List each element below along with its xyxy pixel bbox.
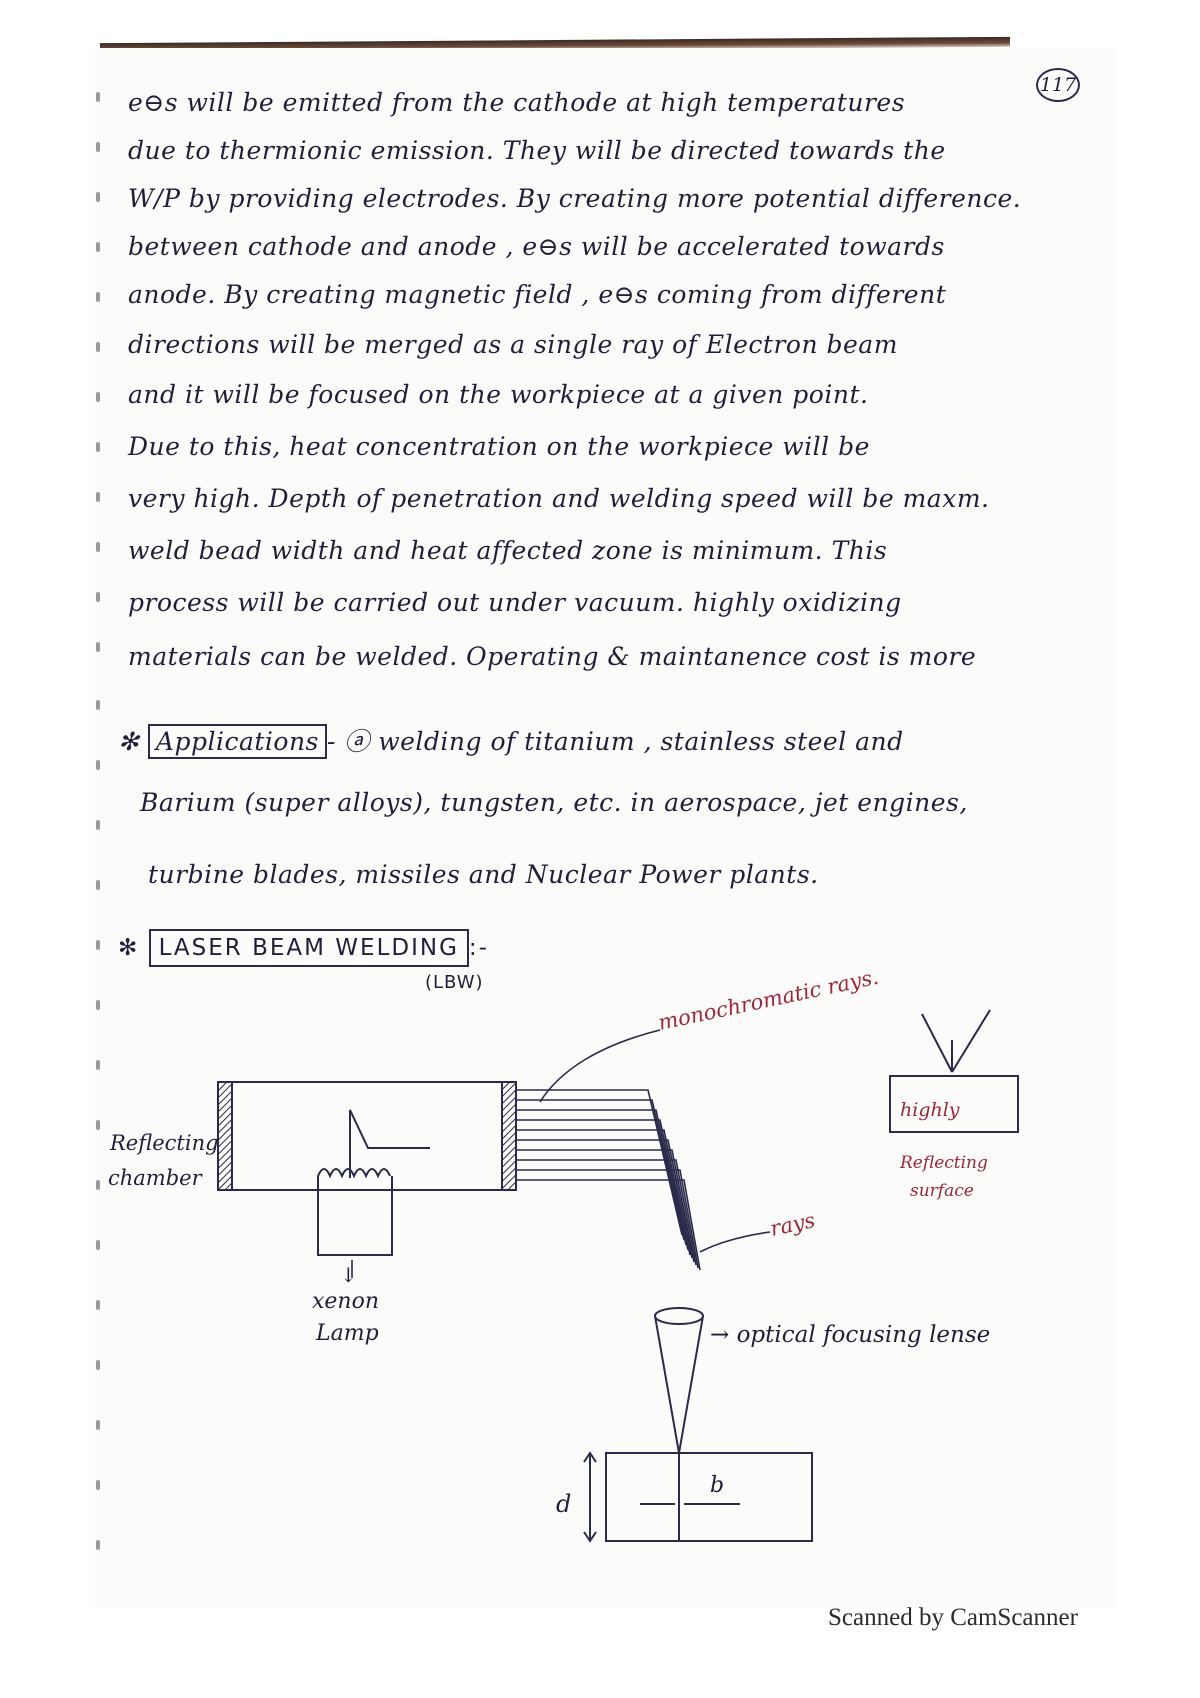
optical-lens-label: → optical focusing lense (710, 1322, 990, 1348)
xenon-lamp-label: xenon (312, 1289, 379, 1314)
reflecting-chamber-label: chamber (108, 1166, 204, 1190)
focusing-lens (654, 1307, 704, 1454)
paragraph-line: anode. By creating magnetic field , e⊖s … (128, 280, 947, 309)
notebook-page (95, 48, 1115, 1608)
star-icon: ✻ (118, 935, 140, 961)
laser-heading: ✻ LASER BEAM WELDING:- (118, 929, 489, 967)
laser-rays (516, 1089, 701, 1271)
xenon-lamp (317, 1109, 430, 1256)
paragraph-line: materials can be welded. Operating & mai… (128, 642, 977, 671)
reflecting-surface-label: Reflecting (899, 1153, 988, 1173)
paragraph-line: very high. Depth of penetration and weld… (128, 484, 990, 513)
paragraph-line: e⊖s will be emitted from the cathode at … (128, 88, 906, 117)
workpiece (583, 1451, 813, 1543)
applications-heading-line: ✻ Applications- ⓐ welding of titanium , … (118, 722, 904, 759)
applications-text: - ⓐ welding of titanium , stainless stee… (326, 727, 904, 756)
paragraph-line: Due to this, heat concentration on the w… (128, 432, 870, 461)
bead-width-label: b (710, 1473, 724, 1498)
paragraph-line: directions will be merged as a single ra… (128, 330, 898, 359)
reflecting-chamber (217, 1081, 517, 1191)
scanner-watermark: Scanned by CamScanner (828, 1604, 1078, 1631)
applications-line: Barium (super alloys), tungsten, etc. in… (140, 788, 968, 817)
xenon-arrow: ↓ (340, 1263, 357, 1287)
laser-heading-title: LASER BEAM WELDING (148, 929, 469, 967)
paragraph-line: between cathode and anode , e⊖s will be … (128, 232, 945, 261)
reflecting-chamber-label: Reflecting (109, 1131, 219, 1155)
applications-line: turbine blades, missiles and Nuclear Pow… (148, 860, 819, 889)
rays-label: rays (768, 1208, 817, 1241)
xenon-lamp-label: Lamp (315, 1321, 379, 1346)
laser-heading-suffix: :- (468, 935, 489, 961)
left-mirror (217, 1081, 233, 1191)
depth-label: d (556, 1490, 571, 1518)
annotation-arrows (351, 1029, 771, 1278)
paragraph-line: due to thermionic emission. They will be… (128, 136, 946, 165)
paragraph-line: weld bead width and heat affected zone i… (128, 536, 888, 565)
paragraph-line: and it will be focused on the workpiece … (128, 380, 869, 409)
monochromatic-rays-label: monochromatic rays. (656, 965, 881, 1035)
applications-label: Applications (147, 724, 327, 759)
paragraph-line: process will be carried out under vacuum… (128, 588, 902, 617)
reflecting-surface-label: surface (910, 1181, 974, 1201)
star-icon: ✻ (118, 727, 140, 756)
highly-label: highly (900, 1099, 960, 1121)
right-mirror (501, 1081, 517, 1191)
reflecting-surface (889, 1009, 1019, 1133)
paragraph-line: W/P by providing electrodes. By creating… (128, 184, 1022, 213)
page-number-badge: 117 (1036, 68, 1080, 102)
laser-heading-abbrev: (LBW) (425, 972, 484, 993)
